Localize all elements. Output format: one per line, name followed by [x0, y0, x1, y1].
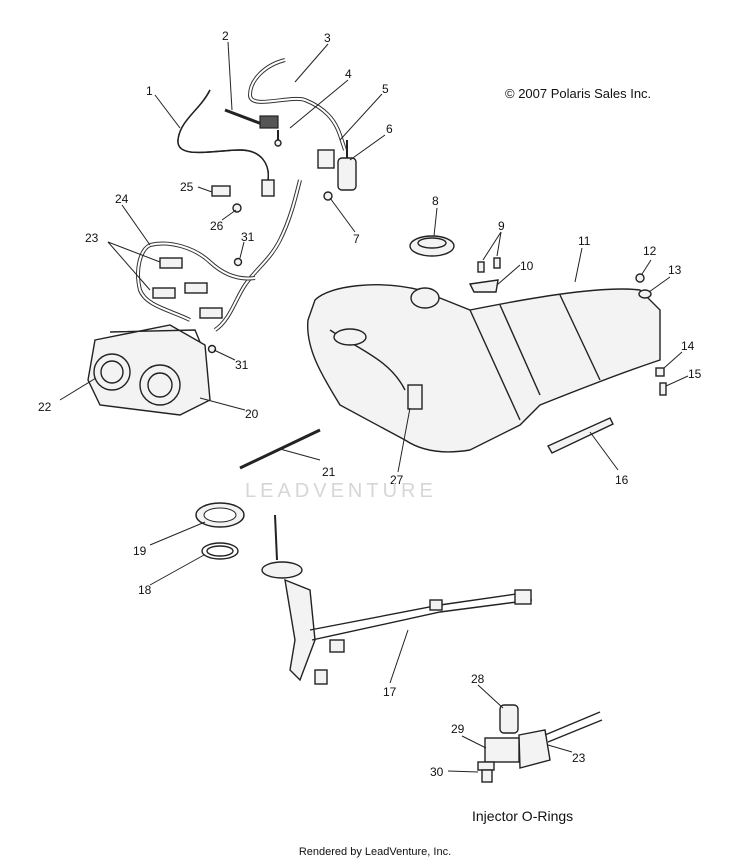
callout-20: 20	[245, 407, 259, 421]
callout-1: 1	[146, 84, 153, 98]
nut-12	[635, 273, 645, 283]
washer-13	[638, 289, 652, 299]
callout-10: 10	[520, 259, 534, 273]
callout-22: 22	[38, 400, 52, 414]
pad-16	[547, 417, 614, 454]
callout-29: 29	[451, 722, 465, 736]
callout-3: 3	[324, 31, 331, 45]
callout-15: 15	[688, 367, 702, 381]
fuel-hose-1	[177, 89, 275, 197]
callout-23b: 23	[572, 751, 586, 765]
fuel-pump-17	[261, 514, 533, 685]
callouts: 1 2 3 4 5 6 7 8 9 10 11 12 13 14 15 16 1…	[38, 29, 702, 779]
fuel-hose-3	[247, 58, 347, 151]
callout-5: 5	[382, 82, 389, 96]
copyright-notice: © 2007 Polaris Sales Inc.	[505, 86, 652, 101]
injector-o-rings-caption: Injector O-Rings	[472, 808, 574, 824]
screws-9	[477, 257, 501, 273]
throttle-body-22	[87, 324, 211, 416]
bracket-10	[468, 279, 499, 293]
grommet-14	[655, 367, 665, 377]
leader-lines	[59, 41, 689, 773]
render-credit: Rendered by LeadVenture, Inc.	[298, 846, 452, 858]
callout-8: 8	[432, 194, 439, 208]
callout-4: 4	[345, 67, 352, 81]
callout-12: 12	[643, 244, 657, 258]
callout-14: 14	[681, 339, 695, 353]
callout-26: 26	[210, 219, 224, 233]
callout-21: 21	[322, 465, 336, 479]
lock-ring-19	[195, 502, 245, 528]
screw-31	[207, 257, 243, 354]
callout-13: 13	[668, 263, 682, 277]
callout-2: 2	[222, 29, 229, 43]
fuel-tank-11	[307, 284, 661, 453]
watermark: LEADVENTURE	[245, 480, 437, 502]
fuel-filter-6	[317, 140, 357, 191]
seal-18	[201, 542, 239, 560]
callout-25: 25	[180, 180, 194, 194]
callout-11: 11	[578, 234, 591, 248]
callout-27: 27	[390, 473, 404, 487]
callout-28: 28	[471, 672, 485, 686]
cap-8	[409, 235, 455, 257]
callout-16: 16	[615, 473, 629, 487]
callout-30: 30	[430, 765, 444, 779]
hose-24	[136, 179, 302, 332]
clamp-25	[211, 185, 231, 197]
screw-26	[232, 203, 242, 213]
rod-2	[224, 108, 279, 129]
callout-7: 7	[353, 232, 360, 246]
bolt-15	[659, 382, 667, 396]
callout-31a: 31	[241, 230, 255, 244]
callout-24: 24	[115, 192, 129, 206]
callout-18: 18	[138, 583, 152, 597]
callout-31b: 31	[235, 358, 249, 372]
callout-23a: 23	[85, 231, 99, 245]
injectors-23	[152, 257, 223, 319]
callout-19: 19	[133, 544, 147, 558]
clip-4	[274, 130, 282, 147]
callout-6: 6	[386, 122, 393, 136]
callout-17: 17	[383, 685, 397, 699]
injector-detail	[477, 704, 603, 783]
callout-9: 9	[498, 219, 505, 233]
